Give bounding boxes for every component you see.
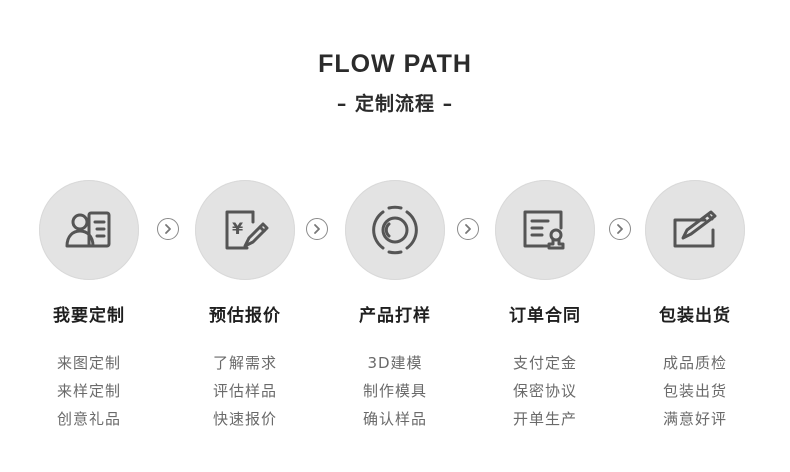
step-2: ¥ 预估报价 了解需求 评估样品 快速报价 [170,180,320,450]
list-item: 支付定金 [512,354,577,372]
list-item: 创意礼品 [56,410,121,428]
step-1: 我要定制 来图定制 来样定制 创意礼品 [14,180,164,450]
step-2-items: 了解需求 评估样品 快速报价 [170,349,320,433]
list-item: 制作模具 [362,382,427,400]
step-5-circle [645,180,745,280]
arrow-right-icon [306,218,328,240]
list-item: 来图定制 [56,354,121,372]
svg-text:¥: ¥ [232,219,243,238]
step-2-circle: ¥ [195,180,295,280]
step-4-title: 订单合同 [509,306,581,326]
page-title: FLOW PATH [318,50,472,78]
step-4-items: 支付定金 保密协议 开单生产 [470,349,620,433]
step-5-title: 包装出货 [659,306,731,326]
sign-edit-icon [673,210,717,248]
step-3-items: 3D建模 制作模具 确认样品 [320,349,470,433]
price-quote-icon: ¥ [225,210,269,250]
list-item: 成品质检 [662,354,727,372]
step-4-circle [495,180,595,280]
step-3-title: 产品打样 [359,306,431,326]
list-item: 包装出货 [662,382,727,400]
step-4: 订单合同 支付定金 保密协议 开单生产 [470,180,620,450]
arrow-right-icon [457,218,479,240]
list-item: 开单生产 [512,410,577,428]
user-card-icon [65,211,111,248]
step-5-items: 成品质检 包装出货 满意好评 [620,349,770,433]
list-item: 快速报价 [212,410,277,428]
step-3: 产品打样 3D建模 制作模具 确认样品 [320,180,470,450]
step-1-items: 来图定制 来样定制 创意礼品 [14,349,164,433]
list-item: 了解需求 [212,354,277,372]
sample-circle-icon [372,205,418,255]
step-5: 包装出货 成品质检 包装出货 满意好评 [620,180,770,450]
list-item: 保密协议 [512,382,577,400]
list-item: 评估样品 [212,382,277,400]
step-1-circle [39,180,139,280]
arrow-right-icon [157,218,179,240]
step-2-title: 预估报价 [209,306,281,326]
step-1-title: 我要定制 [53,306,125,326]
list-item: 满意好评 [662,410,727,428]
list-item: 确认样品 [362,410,427,428]
list-item: 来样定制 [56,382,121,400]
step-3-circle [345,180,445,280]
page-subtitle: – 定制流程 – [336,93,454,115]
contract-stamp-icon [523,210,565,250]
list-item: 3D建模 [367,354,423,372]
arrow-right-icon [609,218,631,240]
